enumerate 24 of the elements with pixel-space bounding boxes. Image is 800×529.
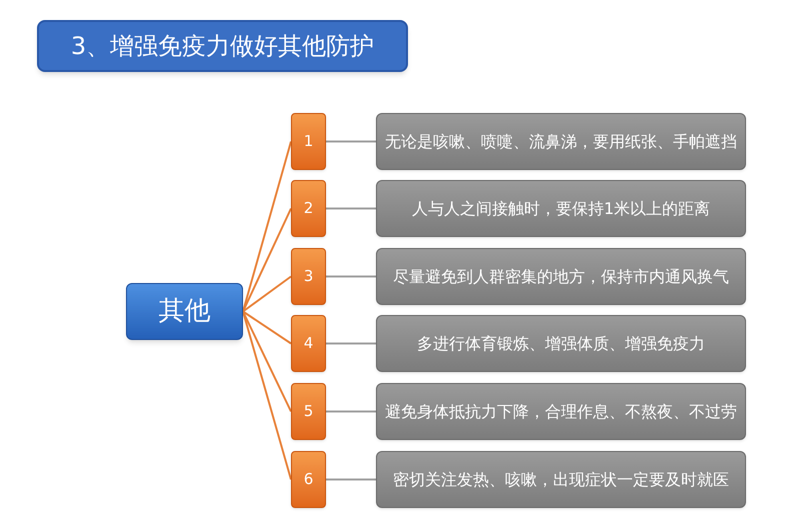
number-box: 5 (291, 383, 326, 440)
connector-line (326, 276, 376, 278)
number-box: 4 (291, 315, 326, 372)
connector-line (242, 311, 292, 412)
connector-line (326, 140, 376, 142)
connector-line (326, 342, 376, 344)
connector-line (326, 208, 376, 210)
text-box: 人与人之间接触时，要保持1米以上的距离 (376, 180, 746, 237)
text-box: 尽量避免到人群密集的地方，保持市内通风换气 (376, 248, 746, 305)
text-box: 多进行体育锻炼、增强体质、增强免疫力 (376, 315, 746, 372)
text-box: 无论是咳嗽、喷嚏、流鼻涕，要用纸张、手帕遮挡 (376, 113, 746, 170)
number-box: 2 (291, 180, 326, 237)
number-box: 1 (291, 113, 326, 170)
title-banner: 3、增强免疫力做好其他防护 (37, 20, 408, 72)
connector-line (242, 310, 292, 344)
connector-line (242, 208, 292, 312)
text-box: 密切关注发热、咳嗽，出现症状一定要及时就医 (376, 451, 746, 508)
connector-line (326, 478, 376, 480)
connector-line (242, 276, 292, 312)
number-box: 3 (291, 248, 326, 305)
center-box: 其他 (126, 283, 243, 340)
connector-line (326, 410, 376, 412)
text-box: 避免身体抵抗力下降，合理作息、不熬夜、不过劳 (376, 383, 746, 440)
number-box: 6 (291, 451, 326, 508)
